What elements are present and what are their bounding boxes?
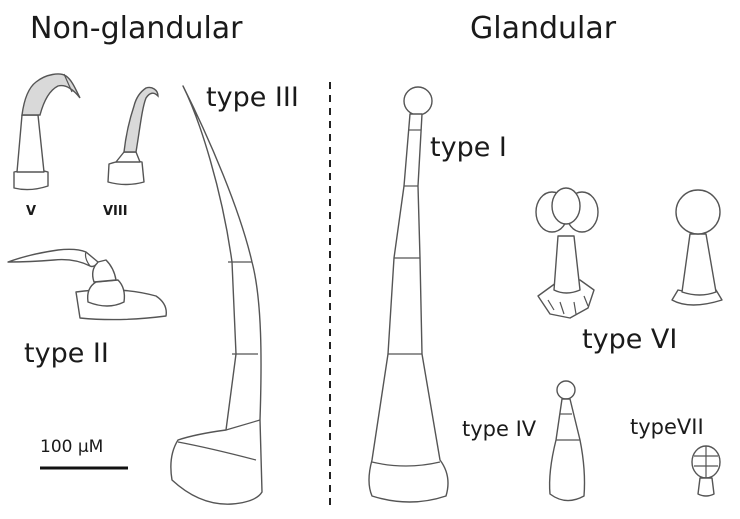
- trichome-type-i: [368, 86, 449, 503]
- label-type-ii: type II: [24, 338, 109, 369]
- trichome-type-vi-b: [671, 189, 723, 306]
- trichome-type-vi-a: [535, 187, 599, 319]
- label-type-vii: typeVII: [630, 415, 704, 439]
- trichome-type-iii: [170, 85, 263, 505]
- heading-glandular: Glandular: [470, 11, 617, 46]
- label-type-viii: VIII: [103, 204, 128, 219]
- trichome-type-ii: [7, 248, 167, 321]
- trichome-type-v: [13, 73, 81, 191]
- trichome-type-viii: [107, 86, 159, 186]
- label-type-iii: type III: [206, 82, 299, 113]
- scale-bar-label: 100 µM: [40, 437, 103, 457]
- label-type-i: type I: [430, 132, 507, 163]
- trichome-type-iv: [548, 380, 586, 502]
- label-type-vi: type VI: [582, 324, 677, 355]
- label-type-v: V: [26, 204, 36, 219]
- trichome-type-vii: [691, 445, 721, 497]
- heading-non-glandular: Non-glandular: [30, 11, 243, 46]
- label-type-iv: type IV: [462, 417, 537, 441]
